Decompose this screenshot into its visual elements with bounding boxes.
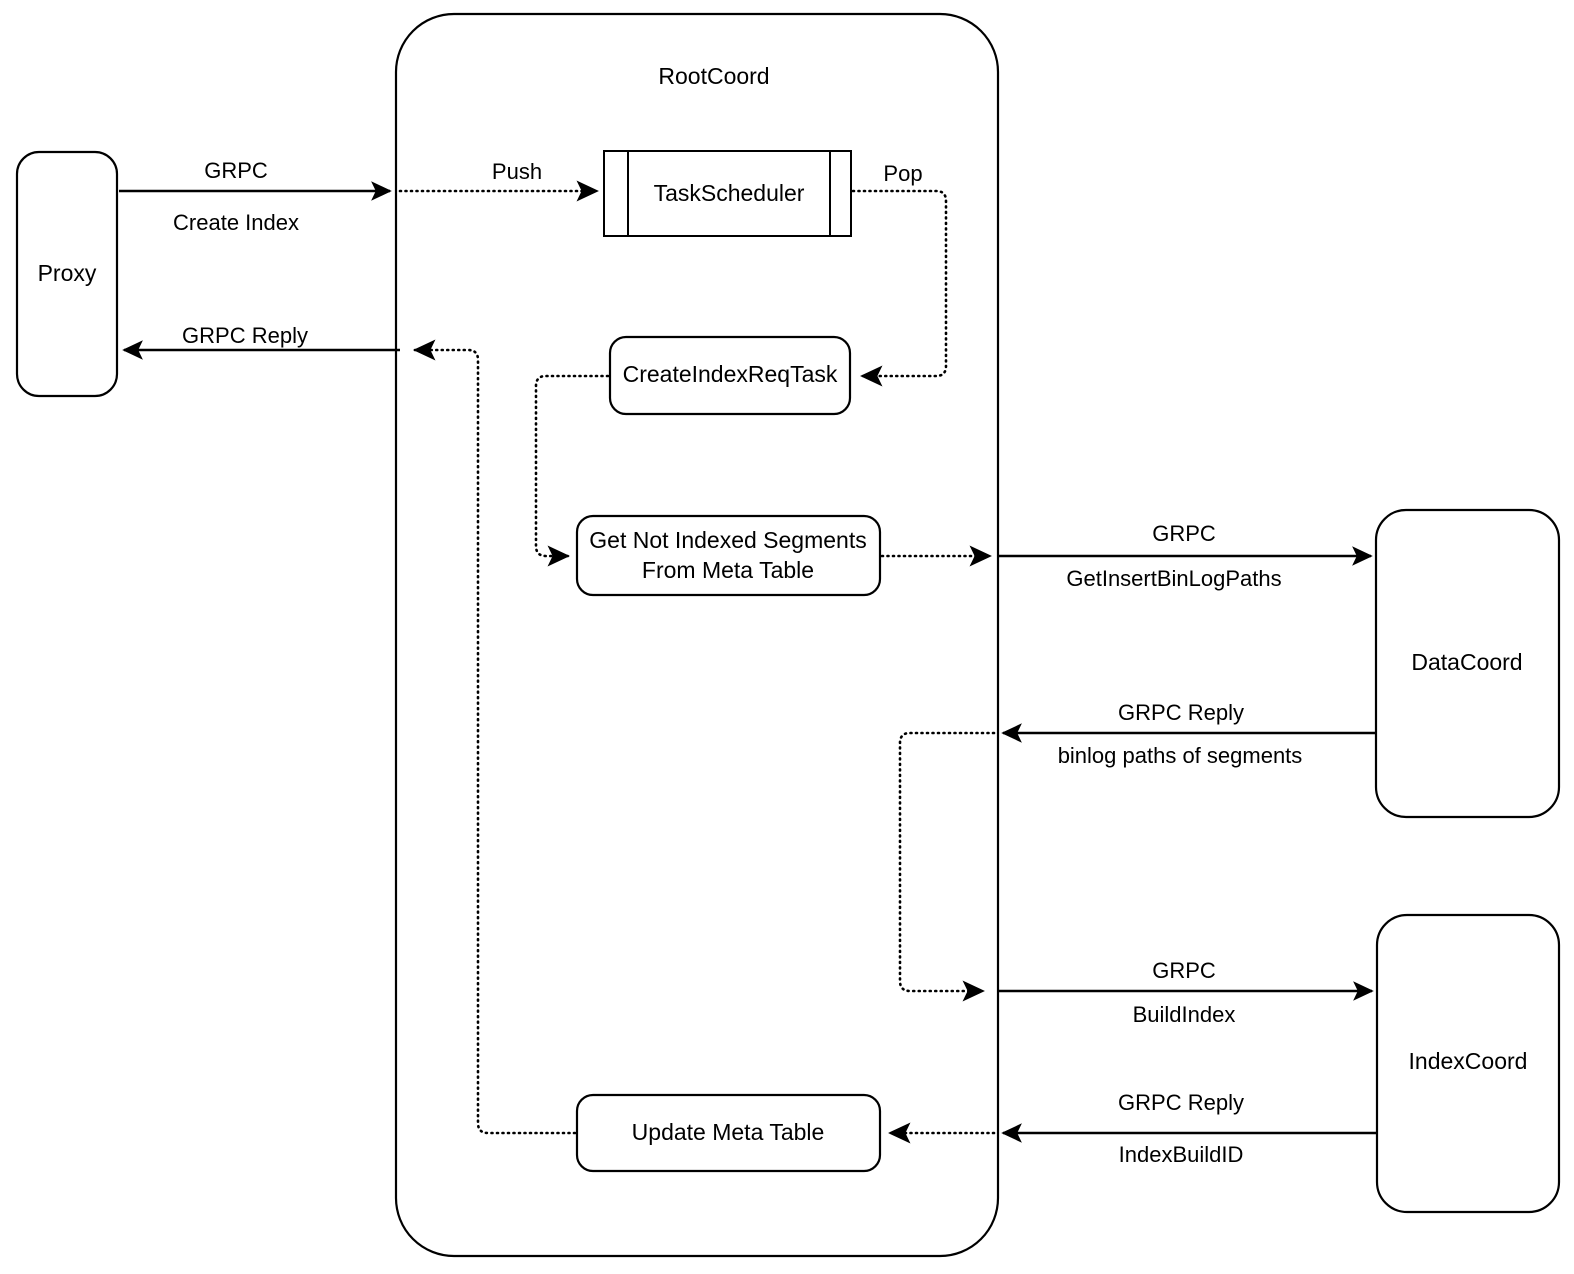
edge-binlog-reply-to-buildindex <box>898 731 996 1002</box>
edge-update-meta-table-to-reply <box>413 339 577 1135</box>
edge-createtask-to-getsegments-line <box>534 374 610 567</box>
edge-proxy-to-rootcoord-label-2: Create Index <box>173 210 299 235</box>
edge-rootcoord-to-datacoord-label-2: GetInsertBinLogPaths <box>1066 566 1281 591</box>
proxy-box[interactable] <box>15 150 119 398</box>
edge-binlog-reply-to-buildindex-line <box>898 731 996 1002</box>
edge-proxy-to-rootcoord: GRPC Create Index <box>119 158 392 235</box>
node-get-not-indexed-segments[interactable]: Get Not Indexed Segments From Meta Table <box>575 514 882 597</box>
task-scheduler-box[interactable] <box>603 150 852 237</box>
edge-datacoord-to-rootcoord-label-2: binlog paths of segments <box>1058 743 1303 768</box>
edge-rootcoord-to-proxy: GRPC Reply <box>122 323 400 360</box>
get-not-indexed-segments-label-line1: Get Not Indexed Segments <box>589 527 866 553</box>
edge-rootcoord-to-datacoord: GRPC GetInsertBinLogPaths <box>998 521 1373 591</box>
edge-pop-label: Pop <box>883 161 922 186</box>
edge-indexcoord-to-rootcoord-label-1: GRPC Reply <box>1118 1090 1244 1115</box>
node-indexcoord[interactable]: IndexCoord <box>1375 913 1561 1214</box>
update-meta-table-box[interactable] <box>575 1093 882 1173</box>
datacoord-box[interactable] <box>1374 508 1561 819</box>
edge-rootcoord-to-indexcoord-label-1: GRPC <box>1152 958 1216 983</box>
rootcoord-boundary <box>394 12 1000 1258</box>
edge-rootcoord-to-indexcoord: GRPC BuildIndex <box>998 958 1374 1027</box>
node-datacoord[interactable]: DataCoord <box>1374 508 1561 819</box>
get-not-indexed-segments-label-line2: From Meta Table <box>642 557 814 583</box>
edge-indexcoord-to-rootcoord-label-2: IndexBuildID <box>1119 1142 1244 1167</box>
edge-push-label: Push <box>492 159 542 184</box>
create-index-req-task-box[interactable] <box>608 335 852 416</box>
edge-update-meta-table-to-reply-line <box>413 339 577 1135</box>
edge-createtask-to-getsegments <box>534 374 610 567</box>
get-not-indexed-segments-box[interactable] <box>575 514 882 597</box>
proxy-label: Proxy <box>38 260 97 286</box>
node-create-index-req-task[interactable]: CreateIndexReqTask <box>608 335 852 416</box>
edge-pop-from-scheduler: Pop <box>851 161 948 387</box>
node-proxy[interactable]: Proxy <box>15 150 119 398</box>
edge-indexcoord-to-rootcoord: GRPC Reply IndexBuildID <box>1001 1090 1377 1167</box>
edge-push-to-scheduler: Push <box>398 159 599 202</box>
indexcoord-label: IndexCoord <box>1409 1048 1528 1074</box>
rootcoord-label: RootCoord <box>658 63 769 89</box>
container-rootcoord: RootCoord <box>394 12 1000 1258</box>
task-scheduler-label: TaskScheduler <box>654 180 805 206</box>
edge-datacoord-to-rootcoord-label-1: GRPC Reply <box>1118 700 1244 725</box>
datacoord-label: DataCoord <box>1411 649 1522 675</box>
edge-rootcoord-to-proxy-label: GRPC Reply <box>182 323 308 348</box>
edge-datacoord-to-rootcoord: GRPC Reply binlog paths of segments <box>1001 700 1376 768</box>
edge-proxy-to-rootcoord-label-1: GRPC <box>204 158 268 183</box>
edge-rootcoord-to-indexcoord-label-2: BuildIndex <box>1133 1002 1236 1027</box>
edge-rootcoord-to-datacoord-label-1: GRPC <box>1152 521 1216 546</box>
update-meta-table-label: Update Meta Table <box>632 1119 825 1145</box>
create-index-req-task-label: CreateIndexReqTask <box>623 361 838 387</box>
indexcoord-box[interactable] <box>1375 913 1561 1214</box>
edge-pop-line <box>851 189 948 387</box>
node-update-meta-table[interactable]: Update Meta Table <box>575 1093 882 1173</box>
node-task-scheduler[interactable]: TaskScheduler <box>603 150 852 237</box>
